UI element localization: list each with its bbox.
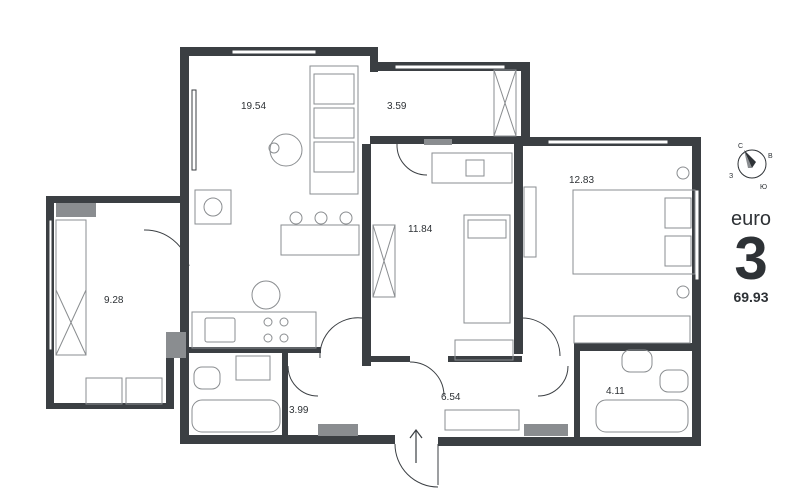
washbasin	[621, 349, 653, 373]
windows	[48, 49, 700, 351]
room-area-bath1: 3.99	[289, 405, 309, 416]
fan-icon	[203, 197, 223, 217]
bathtub	[191, 399, 281, 433]
room-area-hall: 6.54	[441, 392, 461, 403]
room-count: 3	[734, 225, 768, 292]
kitchen-counter	[191, 311, 317, 349]
compass-east: В	[768, 153, 773, 160]
fan-coil-unit	[194, 189, 232, 225]
room-area-living: 19.54	[241, 101, 266, 112]
room-area-loggia: 9.28	[104, 295, 124, 306]
sofa	[309, 65, 359, 195]
compass-south: Ю	[760, 184, 767, 191]
room-area-master: 12.83	[569, 175, 594, 186]
room-area-labels: 19.54 3.59 9.28 11.84 12.83 3.99 6.54 4.…	[104, 101, 625, 416]
dining-table	[280, 224, 360, 256]
apartment-info: euro 3 69.93	[716, 208, 786, 306]
desk	[431, 152, 513, 184]
sink	[204, 317, 236, 343]
arrow-up-icon	[409, 429, 423, 463]
furniture	[55, 65, 696, 433]
door-swings	[143, 143, 569, 488]
person-icon	[269, 133, 303, 167]
toilet	[659, 369, 689, 393]
compass-west: З	[729, 173, 733, 180]
total-area: 69.93	[733, 289, 769, 305]
room-area-bath2: 4.11	[606, 386, 625, 397]
compass-north: С	[738, 143, 743, 150]
apartment-type: euro	[730, 208, 772, 230]
wardrobe-master	[573, 315, 691, 344]
wardrobe-bedroom	[372, 224, 396, 298]
bed-single	[463, 214, 511, 324]
room-area-storage: 3.59	[387, 101, 407, 112]
room-area-bedroom: 11.84	[408, 224, 433, 235]
wardrobe	[55, 219, 87, 356]
bathtub	[595, 399, 689, 433]
compass-icon: С В Ю З	[729, 143, 773, 191]
toilet	[193, 366, 221, 390]
bed-double	[572, 189, 696, 275]
